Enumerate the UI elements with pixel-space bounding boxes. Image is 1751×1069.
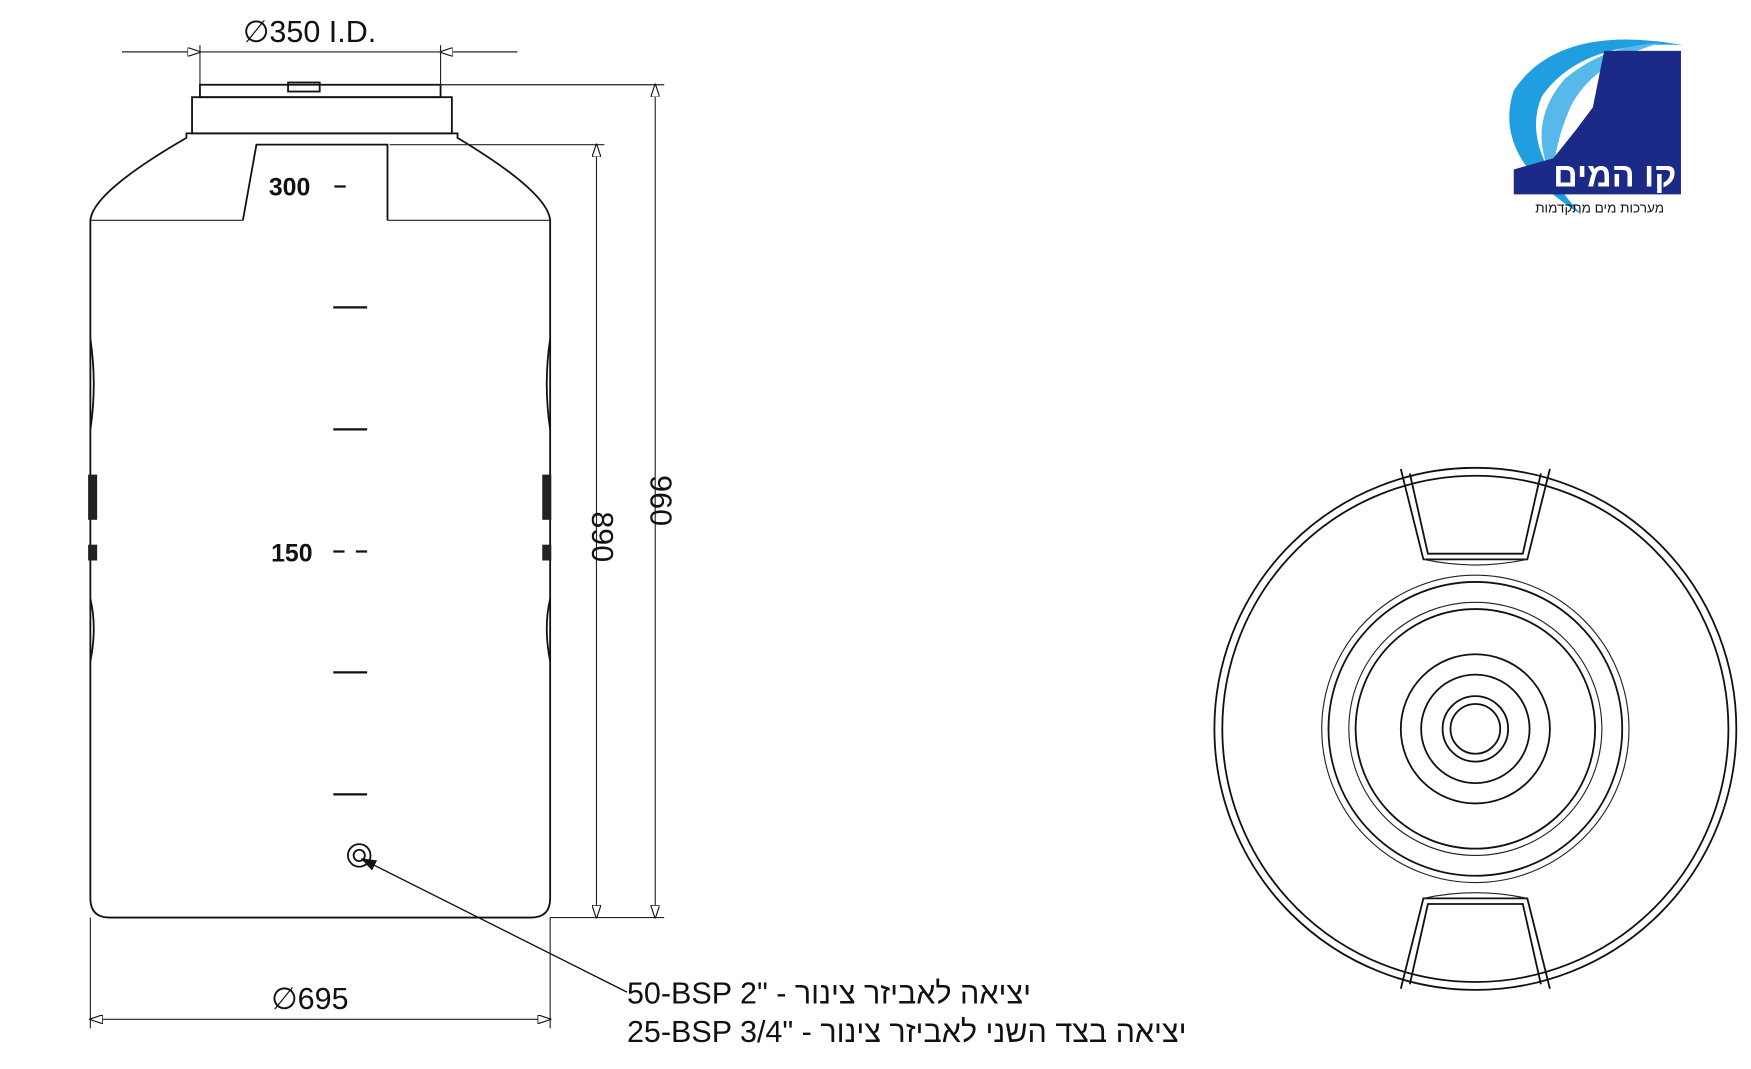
bottom-lug [1399,897,1551,989]
level-label-150: 150 [271,541,312,568]
dim-top-opening: ∅350 I.D. [122,15,518,85]
top-view [1213,466,1738,991]
face-silhouette [1513,50,1681,195]
tank-outline [89,132,552,919]
logo-name: קו המים [1553,156,1676,194]
outlet-note-2: 25-BSP 3/4" - יציאה בצד השני לאביזר צינו… [627,1015,1187,1049]
dim-top-opening-label: ∅350 I.D. [243,15,376,49]
front-view: 300 150 ∅350 I.D. 890 960 [88,15,1187,1049]
dim-diameter: ∅695 [90,917,550,1029]
outlet-note-1: 50-BSP 2" - יציאה לאביזר צינור [627,976,1031,1010]
side-ribs [89,338,552,662]
company-logo: קו המים מערכות מים מתקדמות [1509,39,1684,215]
outlet-fitting [347,843,372,868]
level-marks [333,185,368,796]
neck-collar [191,96,453,135]
logo-tagline: מערכות מים מתקדמות [1535,200,1664,215]
dim-height-890-label: 890 [585,511,619,562]
level-label-300: 300 [269,174,310,201]
top-lug [1399,468,1551,561]
outlet-leader [360,858,628,993]
top-recess [241,143,389,221]
lid-tab [287,81,321,93]
dim-diameter-label: ∅695 [271,982,348,1016]
dim-height-960: 960 [440,85,678,918]
dim-height-960-label: 960 [644,475,678,526]
dim-height-890: 890 [389,145,619,918]
